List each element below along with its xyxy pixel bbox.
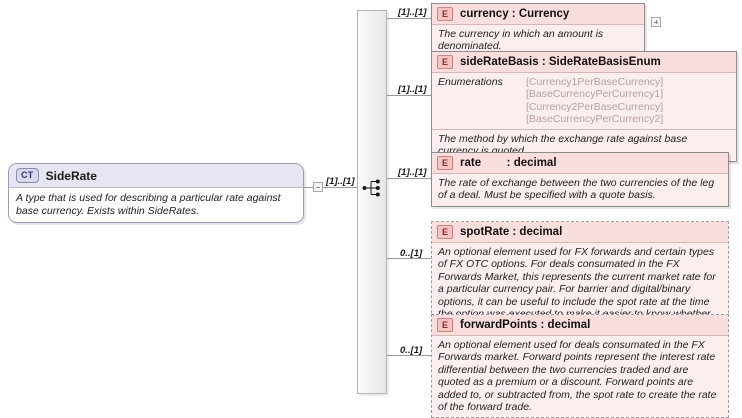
element-currency[interactable]: E currency : Currency The currency in wh… bbox=[431, 3, 645, 58]
element-siderate-basis[interactable]: E sideRateBasis : SideRateBasisEnum Enum… bbox=[431, 51, 737, 163]
element-badge-icon: E bbox=[437, 7, 454, 21]
connector-to-rate bbox=[387, 178, 431, 179]
cardinality-currency: [1]..[1] bbox=[398, 7, 427, 18]
connector-to-currency bbox=[387, 18, 431, 19]
connector-to-forwardpoints bbox=[387, 355, 431, 356]
element-spotrate-documentation: An optional element used for FX forwards… bbox=[438, 246, 716, 332]
element-rate-documentation: The rate of exchange between the two cur… bbox=[438, 177, 715, 202]
element-forwardpoints-body: An optional element used for deals consu… bbox=[432, 335, 728, 418]
enumerations-values: [Currency1PerBaseCurrency] [BaseCurrency… bbox=[526, 76, 663, 126]
enumerations-row: Enumerations [Currency1PerBaseCurrency] … bbox=[432, 73, 736, 129]
element-siderate-basis-name: sideRateBasis : SideRateBasisEnum bbox=[460, 56, 661, 68]
complex-type-documentation: A type that is used for describing a par… bbox=[9, 188, 303, 222]
element-spotrate-header: E spotRate : decimal bbox=[432, 222, 728, 242]
element-forwardpoints-header: E forwardPoints : decimal bbox=[432, 315, 728, 335]
element-forwardpoints-name: forwardPoints : decimal bbox=[460, 319, 591, 331]
element-forwardpoints-documentation: An optional element used for deals consu… bbox=[438, 339, 717, 414]
expand-toggle-currency[interactable] bbox=[651, 17, 661, 27]
element-currency-documentation: The currency in which an amount is denom… bbox=[438, 28, 604, 53]
element-rate-header: E rate : decimal bbox=[432, 153, 728, 173]
connector-ct-to-toggle bbox=[304, 187, 313, 188]
enumeration-item: [BaseCurrencyPerCurrency1] bbox=[526, 88, 664, 101]
connector-to-siderate-basis bbox=[387, 95, 431, 96]
enumeration-item: [Currency1PerBaseCurrency] bbox=[526, 76, 664, 88]
cardinality-spotrate: 0..[1] bbox=[400, 248, 423, 259]
connector-toggle-to-sequence bbox=[323, 187, 357, 188]
element-currency-name: currency : Currency bbox=[460, 8, 570, 20]
complex-type-header: CT SideRate bbox=[9, 164, 303, 188]
sequence-compositor-bar[interactable] bbox=[357, 10, 387, 394]
element-rate-body: The rate of exchange between the two cur… bbox=[432, 173, 728, 206]
element-badge-icon: E bbox=[437, 225, 454, 239]
element-currency-header: E currency : Currency bbox=[432, 4, 644, 24]
cardinality-complex-type: [1]..[1] bbox=[326, 176, 355, 187]
complex-type-siderate[interactable]: CT SideRate A type that is used for desc… bbox=[8, 163, 304, 223]
element-siderate-basis-body: Enumerations [Currency1PerBaseCurrency] … bbox=[432, 72, 736, 162]
enumeration-item: [BaseCurrencyPerCurrency2] bbox=[526, 113, 664, 126]
element-badge-icon: E bbox=[437, 318, 454, 332]
complex-type-name: SideRate bbox=[45, 168, 97, 183]
cardinality-forwardpoints: 0..[1] bbox=[400, 345, 423, 356]
collapse-toggle[interactable] bbox=[313, 182, 323, 192]
complex-type-badge-icon: CT bbox=[16, 168, 39, 183]
cardinality-rate: [1]..[1] bbox=[398, 167, 427, 178]
cardinality-siderate-basis: [1]..[1] bbox=[398, 84, 427, 95]
element-forwardpoints[interactable]: E forwardPoints : decimal An optional el… bbox=[431, 314, 729, 418]
sequence-icon bbox=[362, 178, 384, 198]
element-rate[interactable]: E rate : decimal The rate of exchange be… bbox=[431, 152, 729, 207]
enumerations-label: Enumerations bbox=[438, 76, 503, 88]
element-badge-icon: E bbox=[437, 55, 454, 69]
element-currency-body: The currency in which an amount is denom… bbox=[432, 24, 644, 57]
enumeration-item: [Currency2PerBaseCurrency] bbox=[526, 100, 664, 113]
element-spotrate-name: spotRate : decimal bbox=[460, 226, 563, 238]
connector-to-spotrate bbox=[387, 258, 431, 259]
element-badge-icon: E bbox=[437, 156, 454, 170]
element-rate-name: rate : decimal bbox=[460, 157, 557, 169]
element-siderate-basis-header: E sideRateBasis : SideRateBasisEnum bbox=[432, 52, 736, 72]
